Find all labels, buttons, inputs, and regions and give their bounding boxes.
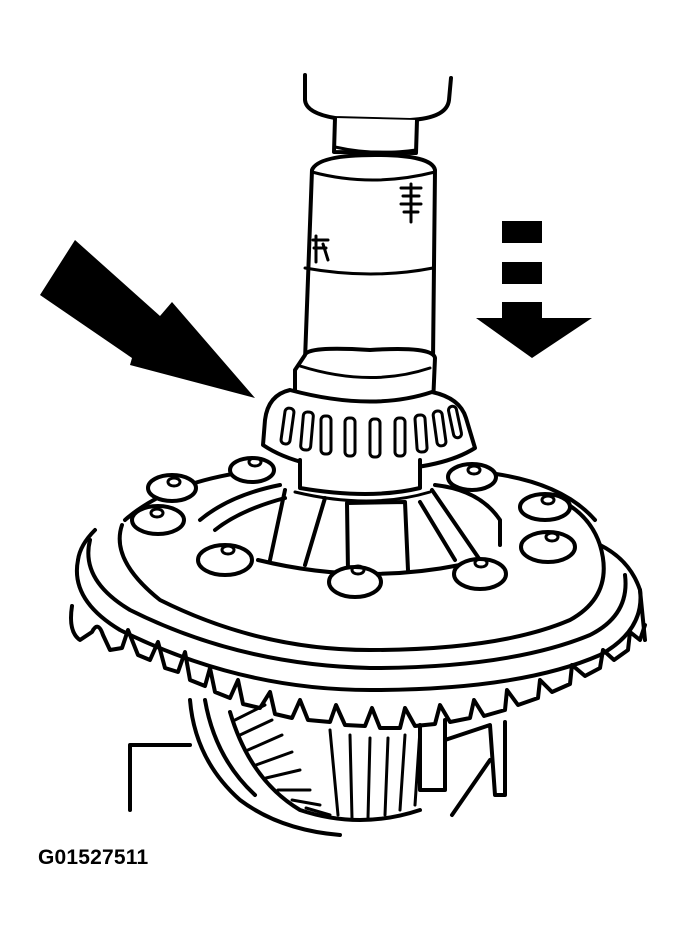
tapered-roller-bearing [261,388,477,472]
differential-case [198,483,502,576]
bolt [228,456,276,484]
side-gear-teeth [233,703,422,820]
bolt [130,504,186,536]
bolt [446,462,498,492]
ring-gear-bolts [130,456,577,599]
bolt [452,557,508,591]
shaft-marking-symbol [311,182,423,264]
bolt [519,530,577,564]
bearing-pointer-arrow [40,240,255,398]
installer-tool-handle [303,73,453,155]
ring-gear-teeth [69,604,647,730]
side-gear [188,698,422,837]
bolt [146,473,198,503]
figure-id-label: G01527511 [38,846,149,869]
press-direction-arrow [476,221,592,358]
bolt [327,564,383,599]
case-hub [293,458,432,503]
bolt [196,543,254,577]
installer-tool-shaft [303,153,437,362]
bolt [518,492,572,522]
bearing-rollers [279,404,463,459]
support-block [128,718,507,817]
